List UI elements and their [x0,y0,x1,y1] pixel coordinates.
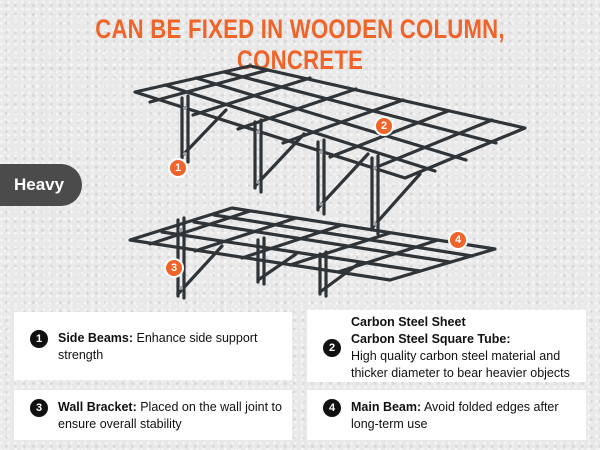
feature-title-secondary: Carbon Steel Square Tube: [351,331,511,346]
feature-title: Side Beams: [58,331,134,345]
feature-text: Side Beams: Enhance side support strengt… [58,330,282,364]
feature-card-side-beams: 1 Side Beams: Enhance side support stren… [14,312,292,380]
feature-description: Enhance side support strength [58,331,258,362]
feature-text: Carbon Steel Sheet Carbon Steel Square T… [351,314,576,382]
feature-text: Main Beam: Avoid folded edges after long… [351,399,576,433]
feature-text: Wall Bracket: Placed on the wall joint t… [58,399,282,433]
wall-shelf-illustration [128,64,527,300]
number-badge-3: 3 [30,399,48,417]
number-badge-1: 1 [30,330,48,348]
headline: CAN BE FIXED IN WOODEN COLUMN, CONCRETE [95,14,505,75]
callout-3: 3 [164,258,184,278]
heavy-tag: Heavy [0,164,82,206]
callout-1: 1 [168,158,188,178]
feature-card-wall-bracket: 3 Wall Bracket: Placed on the wall joint… [14,390,292,440]
feature-description: Placed on the wall joint to ensure overa… [58,400,282,431]
feature-title: Main Beam: [351,400,422,414]
feature-description: Avoid folded edges after long-term use [351,400,559,431]
number-badge-4: 4 [323,399,341,417]
callout-4: 4 [448,230,468,250]
feature-title: Wall Bracket: [58,400,137,414]
number-badge-2: 2 [323,338,341,357]
feature-card-carbon-steel: 2 Carbon Steel Sheet Carbon Steel Square… [307,310,586,382]
feature-title: Carbon Steel Sheet [351,314,466,329]
callout-2: 2 [374,116,394,136]
feature-card-main-beam: 4 Main Beam: Avoid folded edges after lo… [307,390,586,440]
feature-description: High quality carbon steel material and t… [351,348,570,380]
